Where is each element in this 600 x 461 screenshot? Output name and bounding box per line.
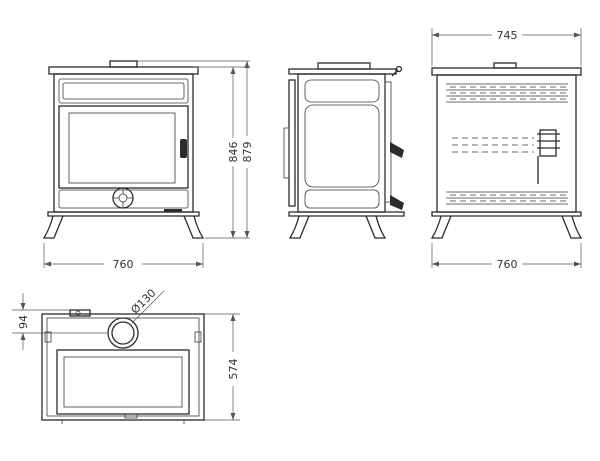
back-flue [493,62,517,69]
front-top-plate [48,66,199,75]
top-flue-inner [111,321,135,345]
top-left-tab [44,331,52,343]
side-base-rail [288,211,405,217]
side-handle-lower [390,195,404,210]
side-front-edge [288,79,296,207]
side-lever-knob [395,65,403,73]
front-plinth-mark [164,209,182,212]
side-main-panel [304,104,380,188]
side-flue [317,62,371,70]
top-depth-label: 574 [227,359,240,380]
top-hob-plate [56,349,190,415]
side-upper-panel [304,79,380,103]
front-body [53,73,194,213]
door-handle [180,139,187,158]
air-control-center [118,193,128,203]
side-door-hinge [283,127,290,179]
top-front-knob [124,413,138,419]
front-flue-collar [109,60,138,68]
back-right-leg [561,215,583,239]
side-view [283,62,405,239]
flue-leader [131,290,165,324]
top-dimensions: Ø130 94 574 [12,286,240,421]
back-body [436,74,577,213]
top-view [41,309,205,424]
front-door [58,105,189,189]
side-top-plate [288,68,397,75]
back-vent-slots-middle [452,137,534,153]
side-front-leg [288,215,310,239]
height-body-label: 846 [227,142,240,163]
flue-diameter-label: Ø130 [128,286,158,316]
front-glass [68,112,176,184]
front-width-label: 760 [113,258,134,271]
top-outline [41,313,205,421]
flue-offset-label: 94 [17,315,30,329]
side-depth-label: 745 [497,29,518,42]
front-upper-panel-inset [62,82,185,100]
back-vent-slots-top [446,83,568,103]
side-rear-leg [365,215,387,239]
front-dimensions: 760 846 879 [43,60,254,271]
back-vent-slots-bottom [446,191,568,205]
top-leg-marks [61,420,185,424]
top-hinge-lug [69,309,91,317]
back-left-leg [430,215,452,239]
back-base-rail [431,211,582,217]
back-damper-bars [537,133,560,149]
side-lower-panel [304,189,380,209]
back-damper-bracket [539,129,557,157]
air-control-spokes [113,188,133,208]
back-top-plate [431,67,582,76]
side-handle-upper [390,142,404,158]
back-dimensions: 745 760 [431,28,582,271]
side-body [297,73,386,213]
front-ash-panel [58,189,189,209]
back-view [430,62,583,239]
front-left-leg [42,215,64,239]
side-rear-flange [384,81,392,203]
top-right-tab [194,331,202,343]
front-view [42,60,205,239]
front-base-rail [47,211,200,217]
height-total-label: 879 [241,142,254,163]
front-upper-panel [58,78,189,104]
back-width-label: 760 [497,258,518,271]
top-hob-inset [63,356,183,408]
front-right-leg [183,215,205,239]
top-hinge-pin [75,310,81,316]
